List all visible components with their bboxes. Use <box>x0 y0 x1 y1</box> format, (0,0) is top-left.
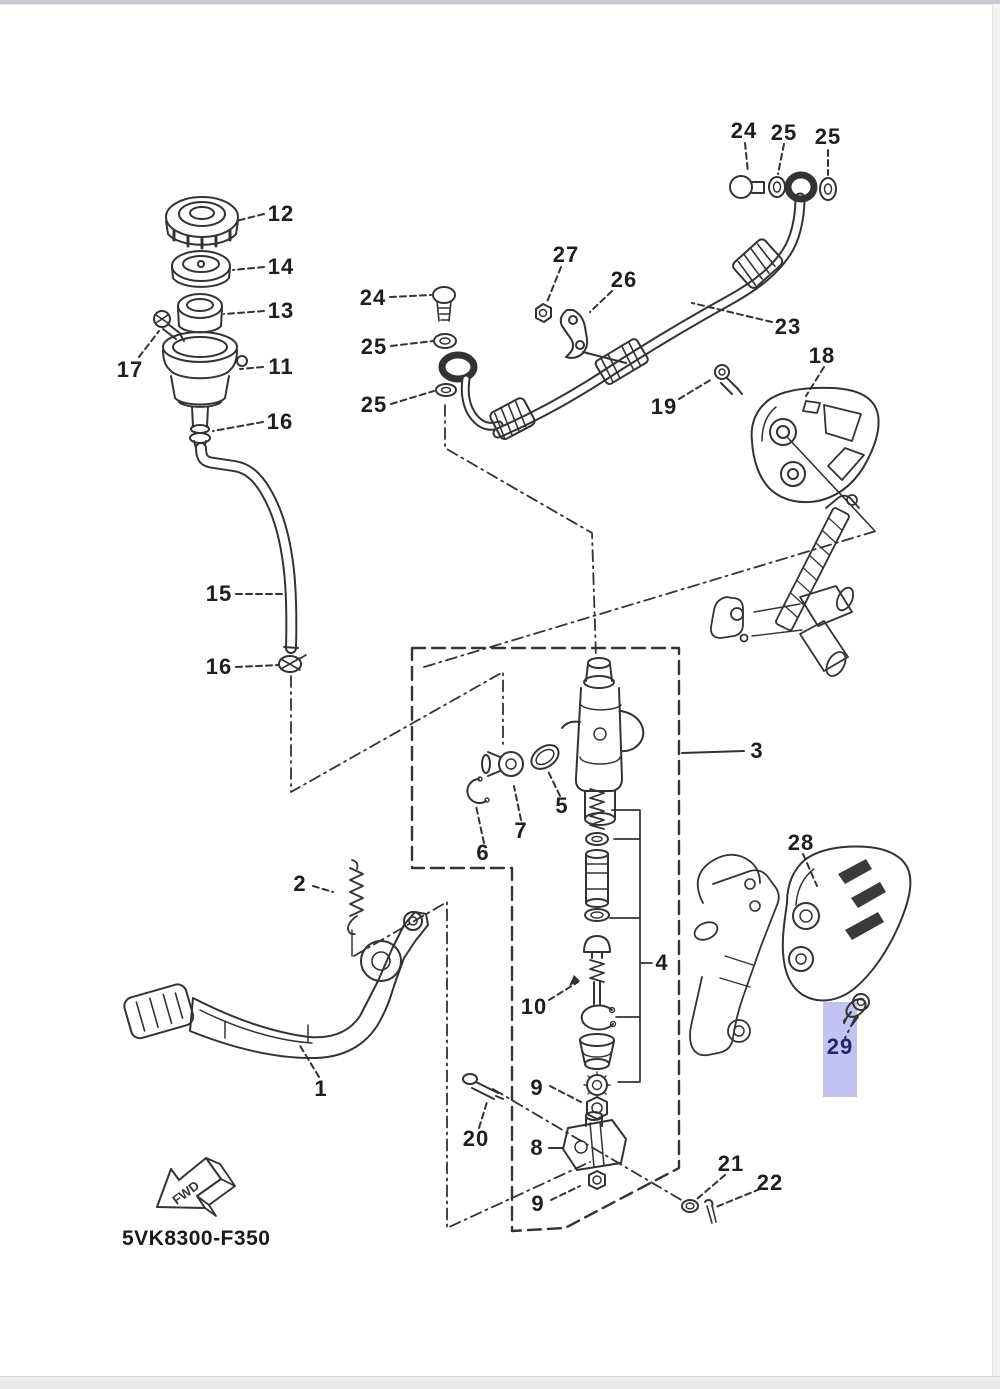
brake-pedal-drawing <box>123 859 429 1060</box>
page-top-edge <box>0 0 1000 5</box>
master-cylinder-drawing <box>466 657 653 1099</box>
clevis-hardware-drawing <box>462 1073 717 1224</box>
caliper-guard-drawing <box>714 364 880 531</box>
connection-lines <box>290 404 877 1229</box>
leader-lines-solid <box>548 750 745 1149</box>
mount-stay-drawing <box>710 494 860 677</box>
page-bottom-edge <box>0 1376 1000 1389</box>
reservoir-assembly-drawing <box>153 196 307 673</box>
leader-lines <box>138 142 829 1208</box>
footrest-bracket-drawing <box>689 845 912 1057</box>
page-right-edge <box>992 4 1000 1376</box>
fwd-label: FWD <box>169 1178 202 1208</box>
drawing-code: 5VK8300-F350 <box>122 1227 271 1250</box>
fwd-arrow-icon: FWD <box>156 1157 236 1217</box>
assembly-box <box>410 646 681 1233</box>
brake-hose-drawing <box>432 171 837 441</box>
